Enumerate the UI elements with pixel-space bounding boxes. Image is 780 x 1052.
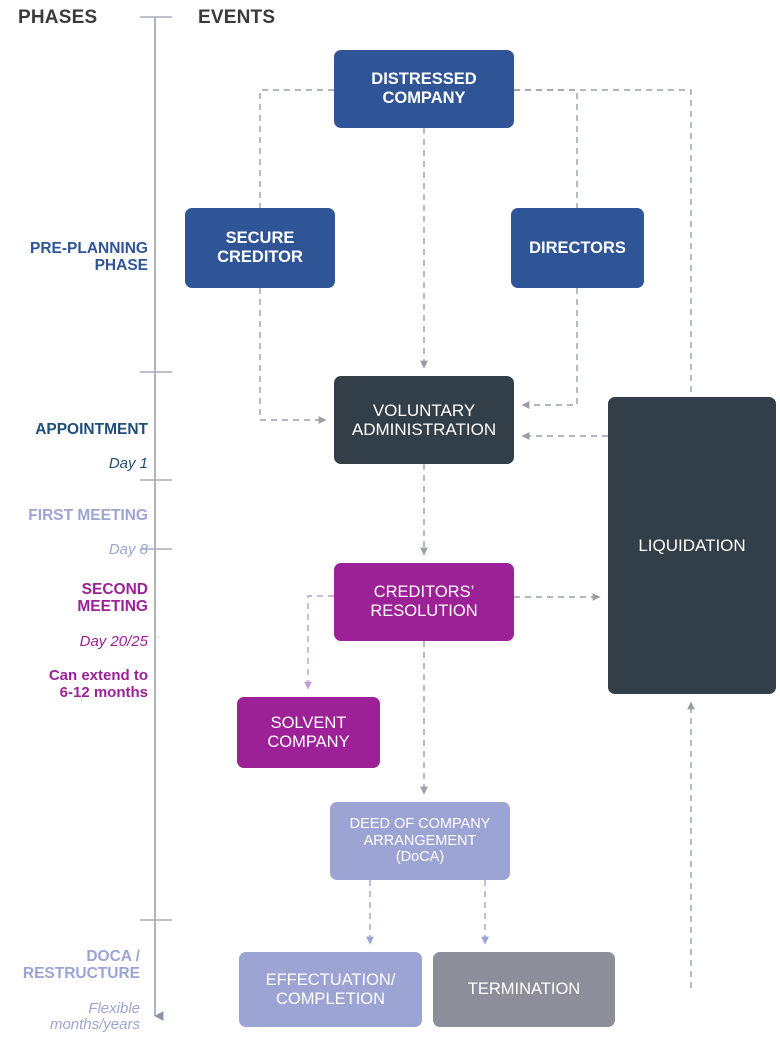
node-liquidation[interactable]: LIQUIDATION	[608, 397, 776, 694]
phase-title: PRE-PLANNING PHASE	[30, 239, 148, 275]
node-effectuation-completion[interactable]: EFFECTUATION/ COMPLETION	[239, 952, 422, 1027]
node-deed-of-company-arrangement[interactable]: DEED OF COMPANY ARRANGEMENT (DoCA)	[330, 802, 510, 880]
node-creditors-resolution[interactable]: CREDITORS’ RESOLUTION	[334, 563, 514, 641]
connector-directors-to-va	[521, 288, 578, 409]
node-label: SOLVENT COMPANY	[267, 713, 350, 751]
column-header-phases: PHASES	[18, 7, 98, 28]
timeline-axis	[140, 16, 172, 1021]
phase-subtitle: Day 8	[108, 541, 148, 559]
node-label: VOLUNTARY ADMINISTRATION	[351, 400, 497, 439]
connector-distressed-to-secure-creditor	[259, 89, 334, 208]
node-label: LIQUIDATION	[638, 535, 746, 555]
node-solvent-company[interactable]: SOLVENT COMPANY	[237, 697, 380, 768]
phase-subtitle: Day 1	[108, 455, 148, 473]
node-label: DEED OF COMPANY ARRANGEMENT (DoCA)	[349, 816, 491, 866]
phase-label-first-meeting: FIRST MEETING Day 8	[0, 489, 148, 577]
node-label: SECURE CREDITOR	[217, 229, 303, 266]
connector-distressed-to-liquidation	[514, 89, 692, 397]
phase-title: SECOND MEETING	[77, 580, 148, 616]
node-termination[interactable]: TERMINATION	[433, 952, 615, 1027]
phase-title: APPOINTMENT	[35, 420, 148, 438]
connector-creditors-resolution-to-solvent	[304, 595, 334, 690]
connector-secure-creditor-to-va	[259, 288, 327, 424]
node-label: CREDITORS’ RESOLUTION	[370, 583, 478, 620]
node-label: DISTRESSED COMPANY	[371, 70, 477, 107]
node-label: DIRECTORS	[529, 238, 626, 257]
node-secure-creditor[interactable]: SECURE CREDITOR	[185, 208, 335, 288]
node-label: EFFECTUATION/ COMPLETION	[265, 970, 396, 1008]
connector-distressed-to-directors	[514, 89, 578, 208]
phase-label-appointment: APPOINTMENT Day 1	[0, 403, 148, 491]
phase-label-pre-planning: PRE-PLANNING PHASE	[0, 222, 148, 293]
node-directors[interactable]: DIRECTORS	[511, 208, 644, 288]
node-label: TERMINATION	[467, 980, 581, 999]
phase-title: FIRST MEETING	[28, 506, 148, 524]
phase-subtitle: Day 20/25	[79, 632, 148, 650]
phase-note: Can extend to 6-12 months	[48, 667, 148, 702]
phase-title: DOCA / RESTRUCTURE	[22, 947, 140, 983]
column-header-events: EVENTS	[198, 7, 276, 28]
phase-label-doca-restructure: DOCA / RESTRUCTURE Flexible months/years	[0, 930, 140, 1052]
node-distressed-company[interactable]: DISTRESSED COMPANY	[334, 50, 514, 128]
phase-subtitle: Flexible months/years	[49, 999, 140, 1034]
node-voluntary-administration[interactable]: VOLUNTARY ADMINISTRATION	[334, 376, 514, 464]
phase-label-second-meeting: SECOND MEETING Day 20/25 Can extend to 6…	[0, 563, 148, 720]
